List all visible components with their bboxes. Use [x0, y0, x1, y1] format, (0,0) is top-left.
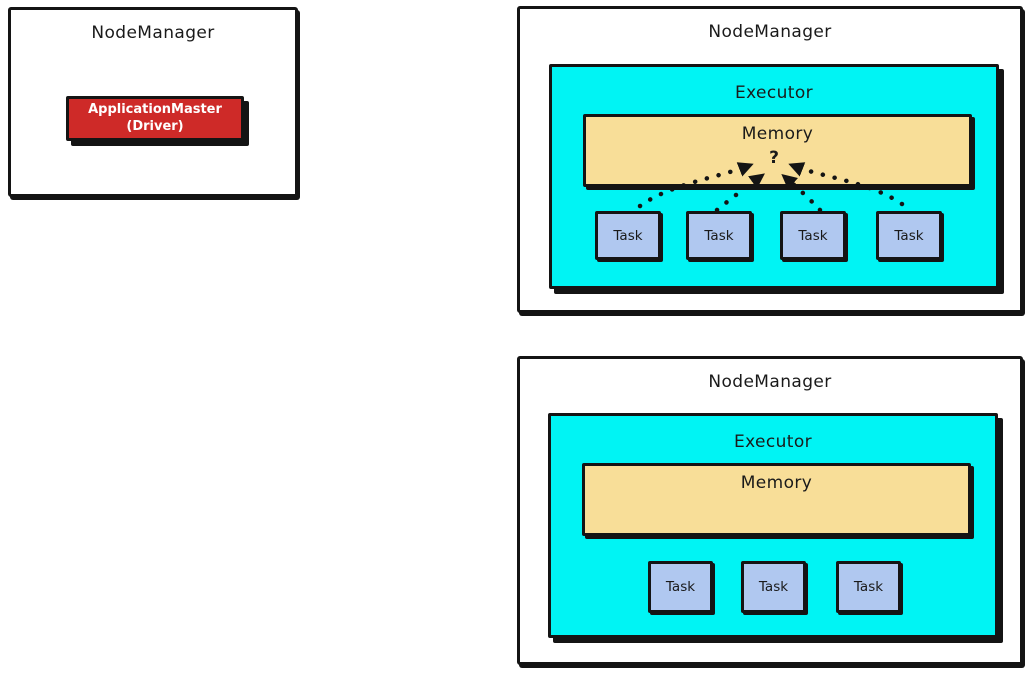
executor-label: Executor	[733, 432, 813, 452]
memory-contention-question-mark: ?	[769, 148, 779, 168]
application-master-driver-box: ApplicationMaster (Driver)	[66, 96, 244, 141]
nodemanager-title: NodeManager	[91, 23, 215, 43]
nodemanager-panel-busy-executor: NodeManager Executor Memory Task Task Ta…	[517, 6, 1023, 313]
executor-label: Executor	[734, 83, 814, 103]
nodemanager-title: NodeManager	[708, 372, 832, 392]
nodemanager-panel-driver: NodeManager ApplicationMaster (Driver)	[8, 7, 298, 197]
application-master-label: ApplicationMaster	[88, 101, 222, 117]
task-box: Task	[595, 211, 661, 260]
memory-label: Memory	[741, 124, 814, 144]
task-box: Task	[648, 561, 713, 613]
memory-label: Memory	[740, 473, 813, 493]
task-label: Task	[665, 579, 696, 595]
task-box: Task	[741, 561, 806, 613]
task-label: Task	[613, 227, 643, 244]
memory-box: Memory	[582, 463, 971, 536]
task-box: Task	[780, 211, 846, 260]
task-label: Task	[798, 227, 828, 244]
task-label: Task	[758, 579, 789, 595]
task-box: Task	[876, 211, 942, 260]
task-label: Task	[894, 227, 924, 244]
task-label: Task	[704, 227, 734, 244]
task-box: Task	[836, 561, 901, 613]
nodemanager-title: NodeManager	[708, 22, 832, 42]
task-box: Task	[686, 211, 752, 260]
task-label: Task	[853, 579, 884, 595]
driver-label: (Driver)	[126, 118, 184, 134]
nodemanager-panel-idle-executor: NodeManager Executor Memory Task Task Ta…	[517, 356, 1023, 665]
executor-box: Executor Memory	[548, 413, 998, 638]
